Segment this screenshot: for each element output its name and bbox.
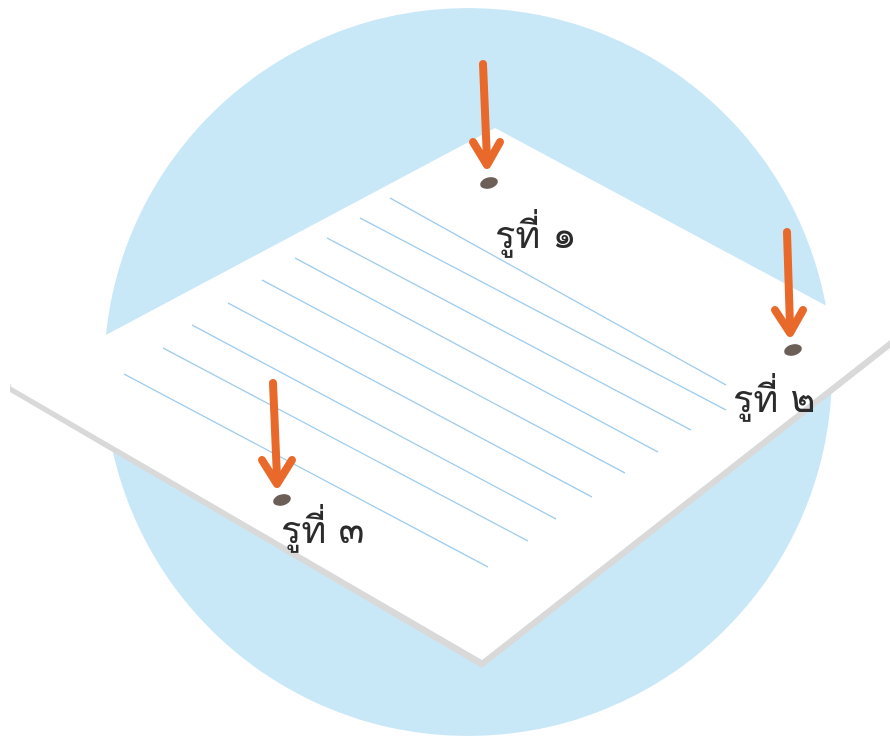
arrow-1-head [469,138,504,169]
ruled-line [326,237,692,431]
ruled-lines [123,197,727,568]
ruled-line [162,347,529,542]
arrow-1-shaft [479,60,491,164]
punch-hole-2 [784,344,802,356]
paper-sheet [10,128,890,660]
arrow-3-head [258,456,296,488]
hole-3-group: รูที่ ๓ [258,379,365,553]
hole-2-group: รูที่ ๒ [733,228,816,422]
punch-hole-3 [273,494,291,506]
ruled-line [261,279,626,474]
ruled-line [359,217,727,411]
hole-3-label: รูที่ ๓ [281,504,365,553]
arrow-2-shaft [783,228,794,330]
arrow-2-head [771,306,807,337]
ruled-line [227,302,593,498]
hole-1-group: รูที่ ๑ [469,60,577,258]
ruled-line [123,373,489,568]
arrow-3-shaft [269,379,281,482]
ruled-line [191,324,557,520]
ruled-line [294,257,659,453]
ruled-line [389,197,727,386]
punch-hole-1 [480,177,498,189]
hole-1-label: รูที่ ๑ [495,209,577,258]
hole-2-label: รูที่ ๒ [733,373,816,422]
